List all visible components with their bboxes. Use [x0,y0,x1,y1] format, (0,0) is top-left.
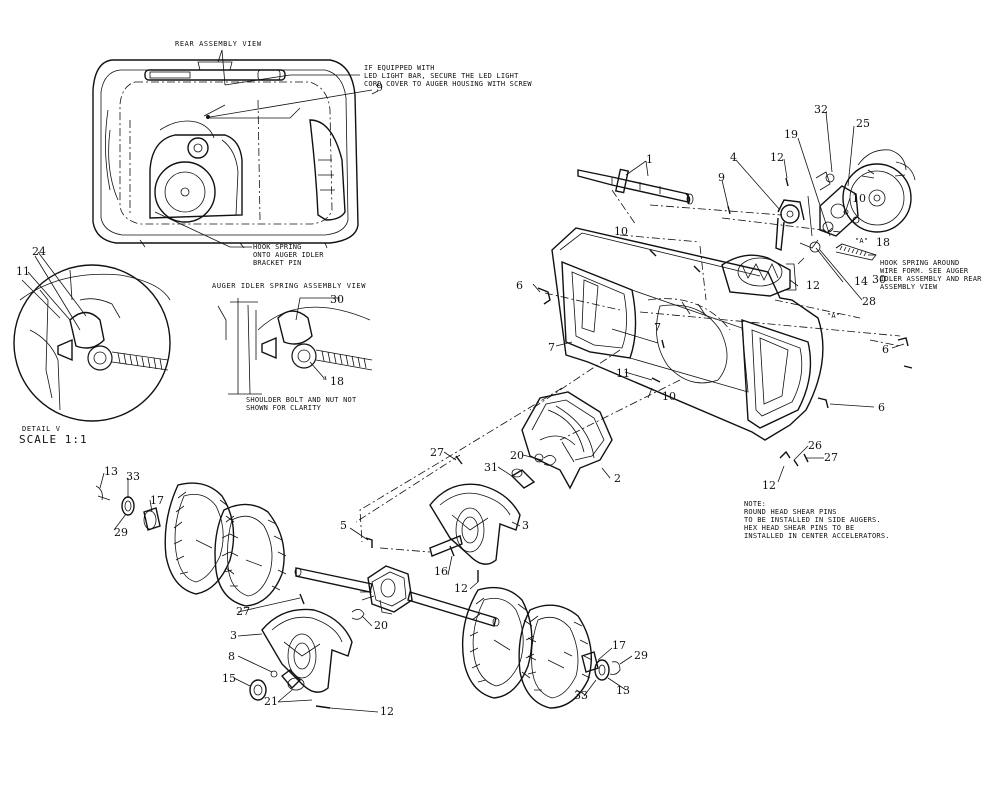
callout-28: 28 [862,295,876,308]
callout-7: 7 [654,321,661,334]
callout-12: 12 [806,279,820,292]
auger-shaft-assembly [294,535,500,627]
callout-33: 33 [126,470,140,483]
callout-12: 12 [762,479,776,492]
detail-v-scale: SCALE 1:1 [19,433,88,446]
assembly-lines [355,189,901,553]
callout-27: 27 [824,451,838,464]
callout-2: 2 [614,472,621,485]
auger-housing [551,227,824,441]
callout-17: 17 [612,639,626,652]
callout-29: 29 [634,649,648,662]
rear-assembly-view-title: REAR ASSEMBLY VIEW [175,40,262,48]
callout-9: 9 [376,81,383,94]
callout-9: 9 [718,171,725,184]
callout-20: 20 [374,619,388,632]
callout-30: 30 [872,273,886,286]
callout-19: 19 [784,128,798,141]
left-auger-spirals [164,482,287,607]
callout-26: 26 [808,439,822,452]
callout-13: 13 [616,684,630,697]
auger-idler-spring-view-title: AUGER IDLER SPRING ASSEMBLY VIEW [212,282,367,290]
callout-3: 3 [230,629,237,642]
callout-11: 11 [616,367,630,380]
callout-14: 14 [854,275,868,288]
callout-12: 12 [770,151,784,164]
callout-11: 11 [16,265,30,278]
callout-5: 5 [340,519,347,532]
view-a-label: "A" [827,312,841,320]
right-auger-spirals [461,586,593,709]
pulley-assembly [775,149,916,291]
callout-27: 27 [236,605,250,618]
leader-lines [27,90,905,713]
callout-1: 1 [646,153,653,166]
hardware [95,177,913,709]
callout-12: 12 [380,705,394,718]
callout-30: 30 [330,293,344,306]
callout-18: 18 [330,375,344,388]
callout-7: 7 [548,341,555,354]
note-shear-pins: NOTE: ROUND HEAD SHEAR PINS TO BE INSTAL… [744,500,890,540]
callout-25: 25 [856,117,870,130]
detail-v-title: DETAIL V [22,425,61,433]
callout-21: 21 [264,695,278,708]
callout-20: 20 [510,449,524,462]
callout-10: 10 [614,225,628,238]
callout-29: 29 [114,526,128,539]
callout-16: 16 [434,565,448,578]
callout-12: 12 [454,582,468,595]
callout-33: 33 [574,689,588,702]
callout-18: 18 [876,236,890,249]
impeller-upper [429,483,521,565]
spacer-31 [510,453,544,489]
note-hook-spring-wire: HOOK SPRING AROUND WIRE FORM. SEE AUGER … [880,259,982,291]
auger-idler-spring-view [217,297,373,395]
note-led-light-bar: IF EQUIPPED WITH LED LIGHT BAR, SECURE T… [364,64,532,88]
rear-assembly-view [92,49,373,249]
auger-shaft-top [577,168,694,205]
callout-15: 15 [222,672,236,685]
callout-4: 4 [730,151,737,164]
callout-13: 13 [104,465,118,478]
callout-17: 17 [150,494,164,507]
view-a-label: "A" [855,237,869,245]
callout-32: 32 [814,103,828,116]
callout-6: 6 [882,343,889,356]
callout-27: 27 [430,446,444,459]
callout-8: 8 [228,650,235,663]
detail-v-view [13,255,171,422]
callout-6: 6 [878,401,885,414]
shield-part [521,391,613,490]
callout-10: 10 [852,192,866,205]
callout-24: 24 [32,245,46,258]
note-hook-spring-pin: HOOK SPRING ONTO AUGER IDLER BRACKET PIN [253,243,324,267]
callout-3: 3 [522,519,529,532]
note-shoulder-bolt: SHOULDER BOLT AND NUT NOT SHOWN FOR CLAR… [246,396,357,412]
callout-10: 10 [662,390,676,403]
callout-6: 6 [516,279,523,292]
impeller-lower [261,608,353,693]
callout-31: 31 [484,461,498,474]
